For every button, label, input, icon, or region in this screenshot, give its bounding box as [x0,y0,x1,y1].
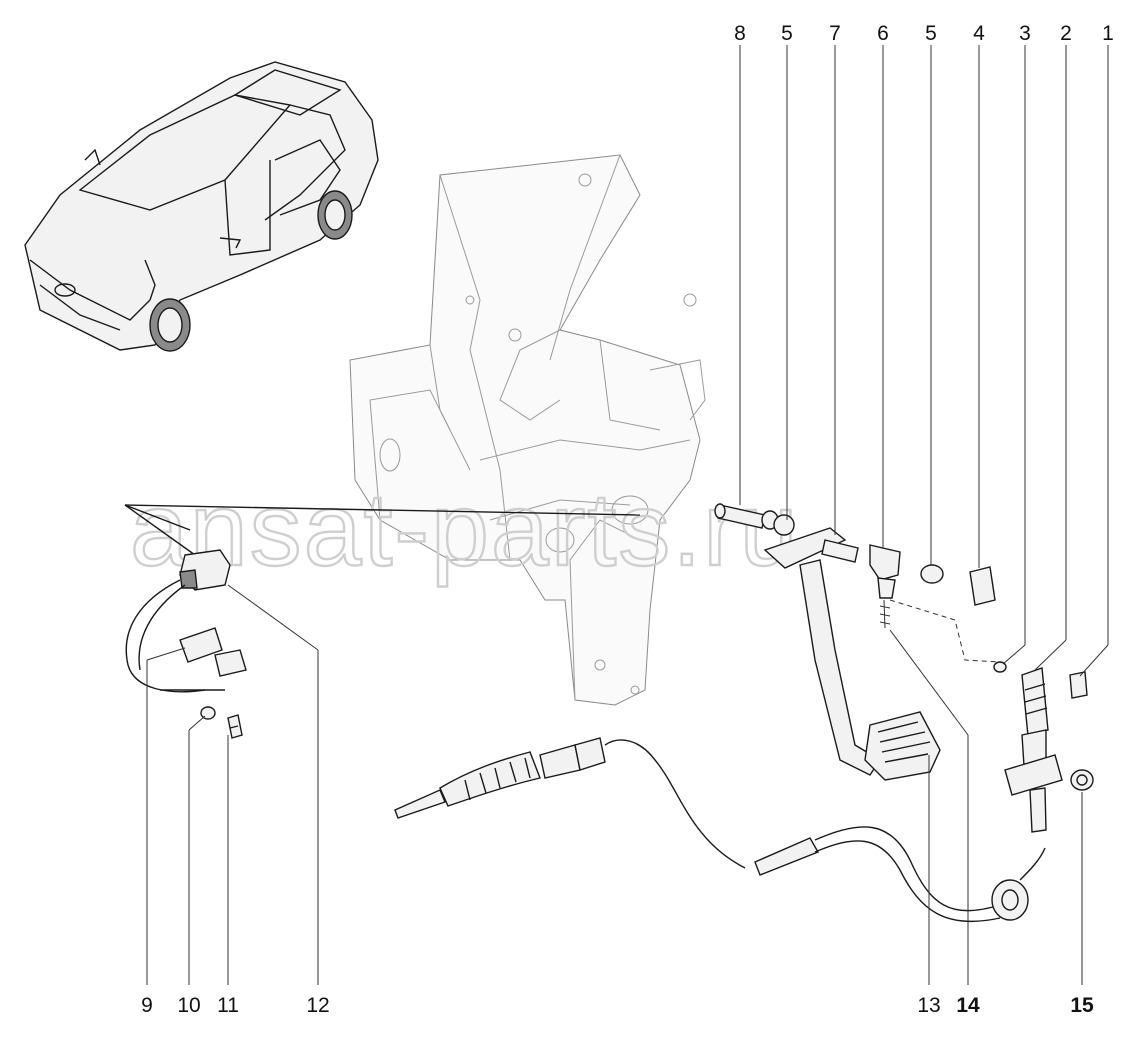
callout-8: 8 [734,22,746,45]
callout-numbers: 8 5 7 6 5 4 3 2 1 9 10 11 12 13 14 15 [141,22,1114,1017]
callout-7: 7 [829,22,841,45]
cable-assembly [394,737,1046,923]
leader-lines [146,45,1109,985]
car-thumbnail [24,61,379,352]
callout-9: 9 [141,994,153,1017]
pedal-arm [799,559,941,781]
callout-15: 15 [1070,994,1094,1017]
callout-1: 1 [1102,22,1114,45]
callout-13: 13 [917,994,940,1017]
callout-6: 6 [877,22,889,45]
callout-3: 3 [1019,22,1031,45]
callout-2: 2 [1060,22,1072,45]
callout-5: 5 [925,22,937,45]
callout-4: 4 [973,22,985,45]
callout-12: 12 [306,994,329,1017]
callout-10: 10 [177,994,200,1017]
pedal-pivot-parts [714,503,1001,663]
right-switch-parts [993,661,1094,833]
callout-11: 11 [217,994,239,1017]
left-switch-assembly [124,504,641,739]
callout-5: 5 [781,22,793,45]
watermark: ansat-parts.ru [130,472,800,588]
callout-14: 14 [956,994,980,1017]
pedal-bracket [349,154,706,706]
